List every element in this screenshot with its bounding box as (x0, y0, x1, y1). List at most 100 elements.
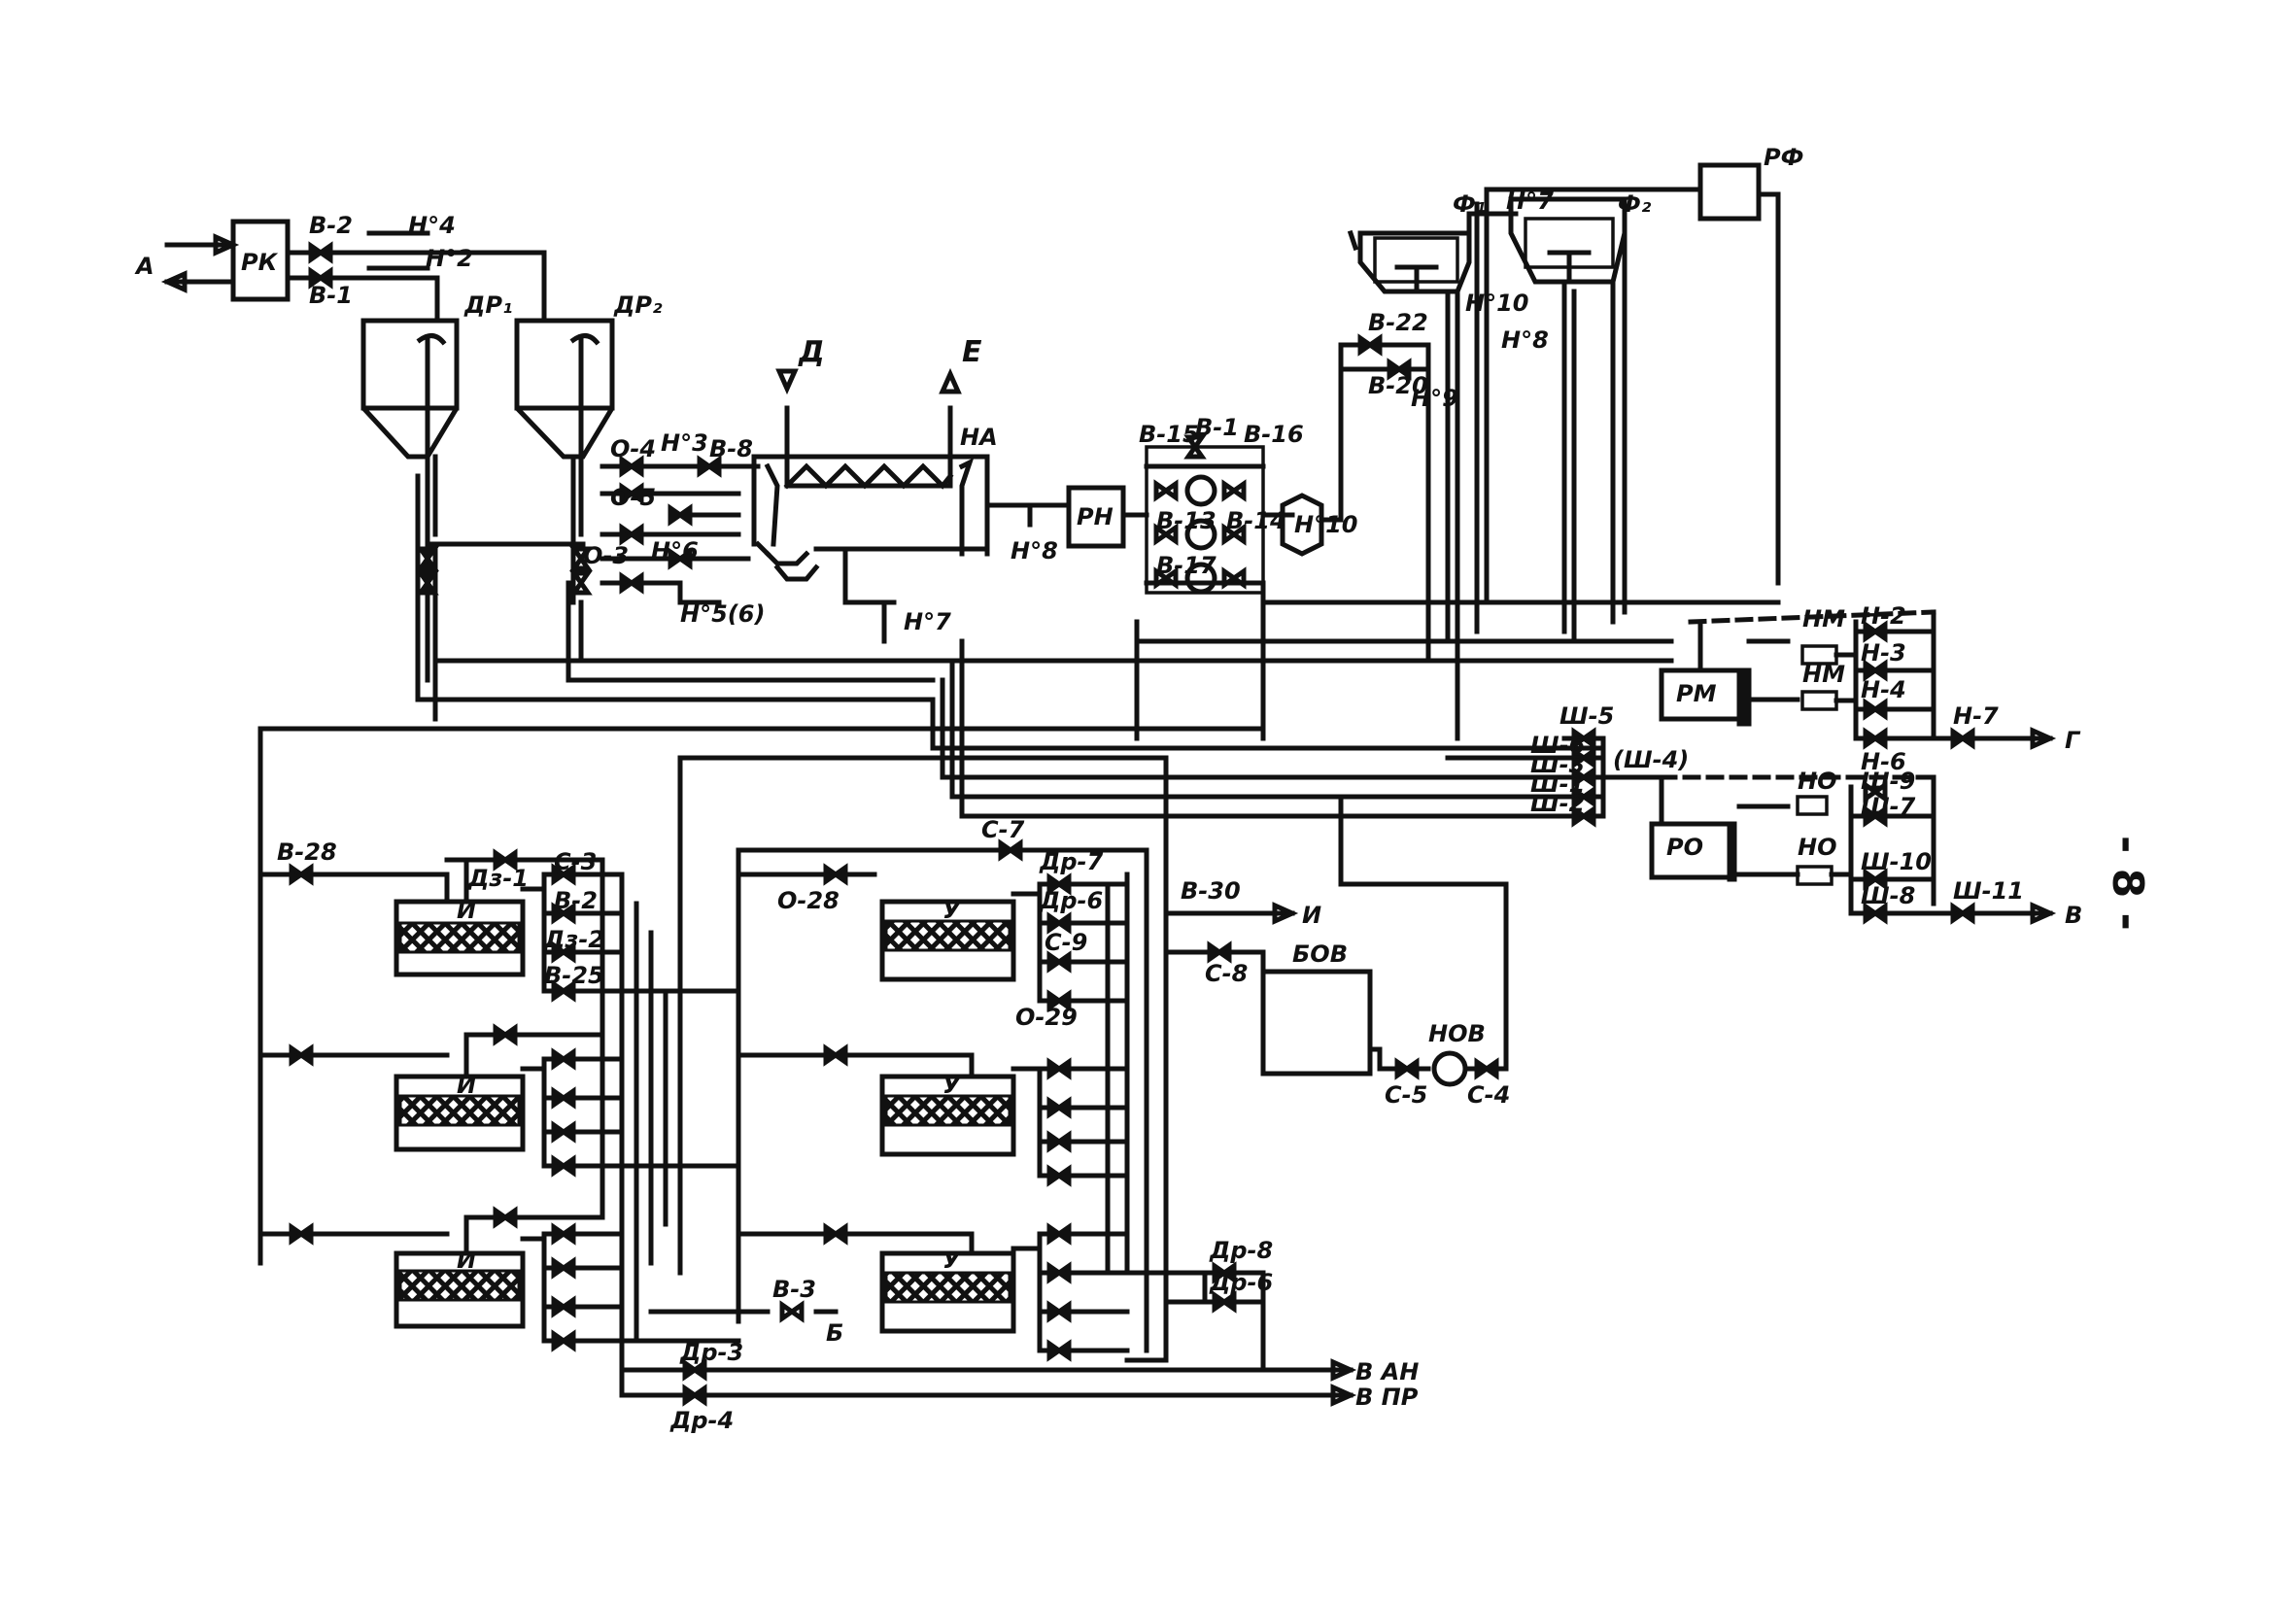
label-sh10: Ш-10 (1861, 848, 1932, 875)
label-n7b: Н°7 (1506, 188, 1554, 215)
label-no: НО (1798, 834, 1837, 861)
label-ro: РО (1666, 834, 1703, 861)
label-v1b: В-1 (1195, 414, 1239, 441)
label-f1: Ф₁ (1453, 190, 1486, 218)
label-dz1: Дз-1 (467, 865, 529, 892)
label-no-top: НО (1798, 768, 1837, 795)
label-dr8: Др-8 (1209, 1237, 1273, 1264)
heater-na (751, 371, 990, 644)
labels: А РК В-2 В-1 Н°4 Н°2 ДР₁ ДР₂ Д Е НА О-4 … (134, 144, 2152, 1434)
label-h3: Н-3 (1861, 639, 1906, 667)
filter-f1 (1347, 229, 1472, 294)
label-cell-u-3: У (942, 1247, 962, 1274)
label-n5: Н°5(6) (680, 600, 765, 628)
label-cell-i-2: И (457, 1072, 476, 1099)
label-in-a: А (134, 253, 154, 280)
label-v1: В-1 (309, 282, 353, 309)
label-v30: В-30 (1181, 877, 1241, 905)
label-dr6b: Др-6 (1209, 1269, 1273, 1296)
label-nov: НОВ (1428, 1020, 1486, 1047)
label-v13: В-13 (1156, 507, 1217, 534)
label-c5: С-5 (1385, 1081, 1427, 1109)
bov-box (1260, 969, 1373, 1077)
label-h4: Н-4 (1861, 676, 1906, 703)
hopper-dr1 (360, 318, 460, 547)
label-v15: В-15 (1139, 421, 1199, 448)
label-n8a: Н°8 (1011, 537, 1058, 564)
label-n9: Н°9 (1411, 385, 1458, 412)
label-out-i: И (1302, 902, 1321, 929)
label-h6: Н-6 (1861, 748, 1906, 775)
label-out-b: Б (826, 1319, 843, 1347)
label-out-an: В АН (1355, 1358, 1419, 1385)
input-section (164, 219, 547, 324)
label-cell-u-1: У (942, 897, 962, 924)
label-o5: О-5 (610, 484, 656, 511)
label-f2: Ф₂ (1618, 190, 1652, 218)
label-pk: РК (241, 249, 279, 276)
right-cells (736, 843, 1130, 1357)
label-out-v: В (2065, 902, 2082, 929)
label-out-pr: В ПР (1355, 1384, 1419, 1411)
label-o29: О-29 (1015, 1004, 1078, 1031)
sh-manifold (1445, 732, 1674, 823)
label-v22: В-22 (1368, 309, 1428, 336)
label-v28: В-28 (277, 838, 337, 866)
label-rm: РМ (1676, 680, 1717, 707)
label-sh3: Ш-3 (1530, 751, 1585, 778)
hopper-dr2 (514, 318, 615, 605)
rf-box (1697, 162, 1762, 222)
label-o28: О-28 (777, 887, 840, 914)
label-n6: Н°6 (651, 537, 699, 564)
label-c7: С-7 (981, 816, 1025, 843)
label-bov: БОВ (1292, 940, 1348, 968)
label-e-in: Е (962, 335, 982, 369)
label-v20: В-20 (1368, 372, 1428, 399)
label-dz2: Дз-2 (543, 926, 604, 953)
label-sh8: Ш-8 (1861, 882, 1915, 909)
label-c3: С-3 (554, 848, 597, 875)
label-dr6a: Др-6 (1039, 887, 1103, 914)
label-n8b: Н°8 (1501, 326, 1549, 354)
label-d-in: Д (798, 335, 825, 369)
label-v2b: В-2 (554, 887, 598, 914)
label-c8: С-8 (1205, 960, 1248, 987)
label-rn: РН (1077, 503, 1114, 530)
label-cell-i-1: И (457, 897, 476, 924)
label-nm-top: НМ (1802, 605, 1845, 633)
label-sh9: Ш-9 (1861, 768, 1915, 795)
ro-section (1649, 774, 2053, 921)
label-o4: О-4 (610, 435, 656, 462)
valve-cluster-o (600, 460, 761, 605)
label-sh7: Ш-7 (1861, 793, 1916, 820)
label-dr2: ДР₂ (613, 291, 663, 319)
label-n10b: Н°10 (1465, 290, 1528, 317)
label-dr3: Др-3 (679, 1339, 743, 1366)
label-out-g: Г (2065, 727, 2081, 754)
label-n10: Н°10 (1294, 511, 1357, 538)
label-nm: НМ (1802, 661, 1845, 688)
label-dr7: Др-7 (1039, 848, 1104, 875)
label-v8: В-8 (709, 435, 753, 462)
label-rf: РФ (1764, 144, 1803, 171)
label-c4: С-4 (1467, 1081, 1510, 1109)
label-cell-i-3: И (457, 1247, 476, 1274)
label-sh1: Ш-1 (1530, 770, 1585, 798)
label-v17: В-17 (1156, 552, 1217, 579)
label-cell-u-2: У (942, 1072, 962, 1099)
label-n7a: Н°7 (904, 608, 951, 635)
label-dr4: Др-4 (669, 1407, 734, 1434)
label-n4: Н°4 (408, 212, 456, 239)
label-v14: В-14 (1226, 507, 1286, 534)
label-c9: С-9 (1045, 929, 1087, 956)
label-h7: Н-7 (1953, 702, 1999, 730)
label-v3: В-3 (772, 1276, 816, 1303)
pump-cluster (1144, 342, 1344, 741)
label-v25: В-25 (544, 962, 604, 989)
pk-box (230, 219, 291, 302)
label-dr1: ДР₁ (463, 291, 512, 319)
left-cells (257, 853, 625, 1348)
label-n2: Н°2 (426, 245, 473, 272)
nov-pump (1431, 1050, 1468, 1087)
